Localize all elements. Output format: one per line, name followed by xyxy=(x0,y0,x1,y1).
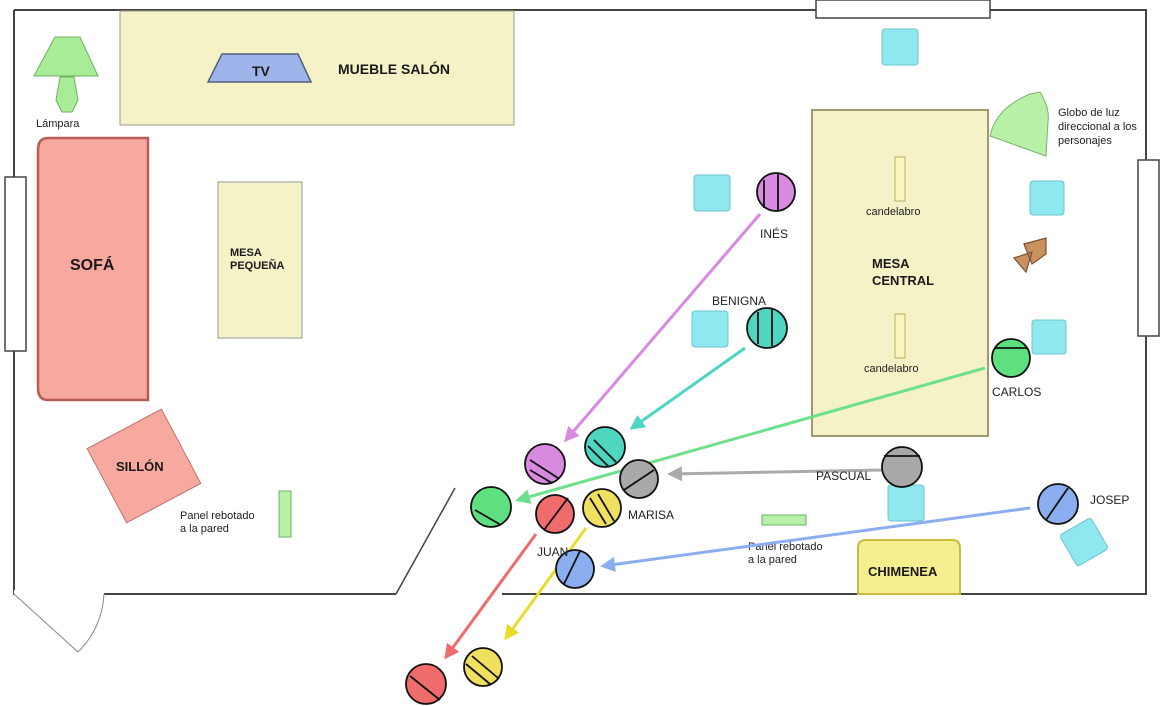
char-carlos-start xyxy=(991,338,1031,378)
lamp-icon xyxy=(33,36,99,113)
mesa-central-label-2: CENTRAL xyxy=(872,273,934,288)
char-carlos-mid xyxy=(470,486,512,528)
sillon xyxy=(86,408,202,524)
char-marisa-end xyxy=(463,647,503,687)
char-juan-end xyxy=(405,663,447,705)
mesa-central-label-1: MESA xyxy=(872,256,910,271)
char-juan-mid xyxy=(535,494,575,534)
arrow-josep xyxy=(600,506,1031,572)
mueble-salon xyxy=(119,10,515,126)
label-ines: INÉS xyxy=(760,226,788,241)
char-josep-start xyxy=(1037,483,1079,525)
globo-label-2: direccional a los xyxy=(1058,121,1137,133)
candelabro-bottom xyxy=(894,313,906,359)
char-pascual-mid xyxy=(619,459,659,499)
right-window xyxy=(1137,159,1160,337)
mesa-pequena-label-2: PEQUEÑA xyxy=(230,259,284,272)
label-josep: JOSEP xyxy=(1090,493,1129,507)
panel-right xyxy=(761,514,807,526)
chimenea xyxy=(857,539,961,595)
arrow-ines xyxy=(564,213,762,443)
arrow-carlos xyxy=(515,366,986,504)
panel-right-label-2: a la pared xyxy=(748,554,797,566)
chair xyxy=(693,174,731,212)
bottom-middle-opening xyxy=(395,487,502,598)
label-marisa: MARISA xyxy=(628,508,674,522)
mueble-label: MUEBLE SALÓN xyxy=(338,60,450,77)
candelabro-top-label: candelabro xyxy=(866,206,920,218)
chair xyxy=(881,28,919,66)
light-globe-icon xyxy=(989,91,1049,157)
globo-label-3: personajes xyxy=(1058,135,1112,147)
mesa-pequena-label-1: MESA xyxy=(230,247,262,259)
char-benigna-start xyxy=(746,307,788,349)
chair xyxy=(1029,180,1065,216)
characters xyxy=(405,172,1079,705)
panel-left-label-2: a la pared xyxy=(180,523,229,535)
label-pascual: PASCUAL xyxy=(816,469,871,483)
tv-icon xyxy=(206,53,313,83)
panel-right-label-1: Panel rebotado xyxy=(748,541,823,553)
sofa xyxy=(36,136,150,402)
chairs xyxy=(691,28,1108,566)
panel-left-label-1: Panel rebotado xyxy=(180,510,255,522)
spotlight-icon xyxy=(1012,237,1047,274)
char-josep-mid xyxy=(555,549,595,589)
char-ines-mid xyxy=(524,443,566,485)
sillon-label: SILLÓN xyxy=(116,459,164,474)
mesa-pequena xyxy=(217,181,303,339)
movement-arrows xyxy=(444,213,1031,660)
sofa-label: SOFÁ xyxy=(70,255,115,274)
chimenea-label: CHIMENEA xyxy=(868,564,938,579)
char-pascual-start xyxy=(881,446,923,488)
arrow-pascual xyxy=(667,466,884,482)
candelabro-top xyxy=(894,156,906,202)
char-marisa-mid xyxy=(582,488,622,528)
chair xyxy=(1031,319,1067,355)
candelabro-bottom-label: candelabro xyxy=(864,363,918,375)
char-ines-start xyxy=(756,172,796,212)
tv-label: TV xyxy=(252,63,271,79)
bottom-left-door xyxy=(13,590,105,653)
char-benigna-mid xyxy=(584,426,626,468)
lamp-label: Lámpara xyxy=(36,118,80,130)
arrow-marisa xyxy=(504,527,588,641)
arrow-juan xyxy=(444,533,538,660)
label-benigna: BENIGNA xyxy=(712,294,766,308)
panel-left xyxy=(278,490,292,538)
globo-label-1: Globo de luz xyxy=(1058,107,1120,119)
arrow-benigna xyxy=(629,346,746,430)
room-walls xyxy=(13,9,1147,595)
chair xyxy=(691,310,729,348)
top-door xyxy=(815,0,991,19)
chair xyxy=(1060,518,1108,566)
left-window xyxy=(4,176,27,352)
label-juan: JUAN xyxy=(537,545,568,559)
label-carlos: CARLOS xyxy=(992,385,1041,399)
chair xyxy=(887,484,925,522)
